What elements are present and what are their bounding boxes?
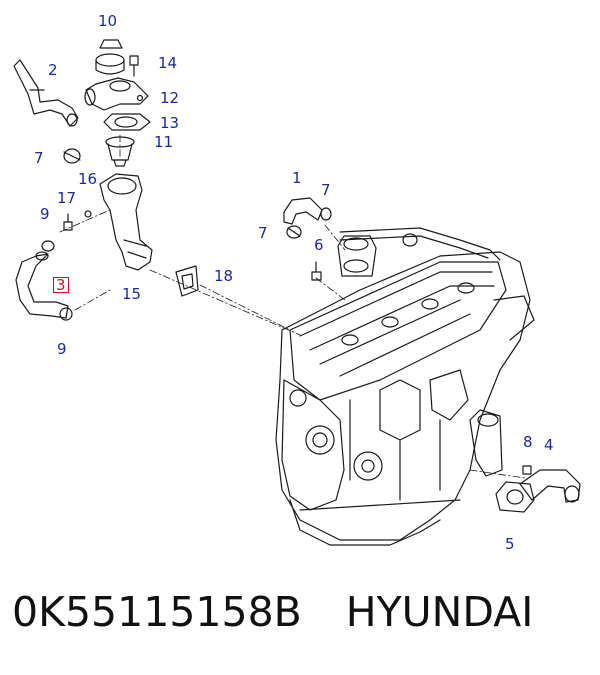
part-1-hose xyxy=(283,197,332,225)
part-9-clamp-lower xyxy=(59,307,73,321)
callout-2: 2 xyxy=(48,61,58,79)
part-9-clamp-upper xyxy=(41,240,55,252)
part-17-bolt xyxy=(63,213,73,231)
brand-name: HYUNDAI xyxy=(345,588,534,636)
caption: 0K55115158B HYUNDAI xyxy=(12,588,592,648)
callout-7-right: 7 xyxy=(321,181,331,199)
callout-4: 4 xyxy=(544,436,554,454)
callout-8: 8 xyxy=(523,433,533,451)
callout-7-left: 7 xyxy=(34,149,44,167)
callout-16: 16 xyxy=(78,170,98,188)
part-10-cap xyxy=(95,39,125,75)
callout-9-upper: 9 xyxy=(40,205,50,223)
callout-7-mid: 7 xyxy=(258,224,268,242)
engine-block xyxy=(275,227,535,546)
callout-12: 12 xyxy=(160,89,180,107)
part-14-bolt xyxy=(129,55,139,77)
callout-6: 6 xyxy=(314,236,324,254)
part-5-gasket xyxy=(495,481,535,513)
guide-lines xyxy=(59,134,526,479)
part-6-bolt xyxy=(311,261,322,281)
callout-17: 17 xyxy=(57,189,77,207)
callout-14: 14 xyxy=(158,54,178,72)
part-7-clamp-left xyxy=(63,148,81,164)
callout-18: 18 xyxy=(214,267,234,285)
callout-11: 11 xyxy=(154,133,174,151)
callout-13: 13 xyxy=(160,114,180,132)
part-13-gasket xyxy=(103,113,151,131)
callout-15: 15 xyxy=(122,285,142,303)
part-16-washer xyxy=(84,210,92,218)
part-18-gasket xyxy=(175,265,199,297)
part-2-upper-hose xyxy=(13,59,79,127)
part-4-pipe xyxy=(519,469,581,503)
callout-1: 1 xyxy=(292,169,302,187)
callout-9-lower: 9 xyxy=(57,340,67,358)
part-11-thermostat xyxy=(105,136,135,167)
callout-5: 5 xyxy=(505,535,515,553)
part-8-nut xyxy=(522,465,532,475)
parts-diagram xyxy=(13,39,581,546)
part-15-outlet-housing xyxy=(99,173,153,271)
part-number: 0K55115158B xyxy=(12,588,302,636)
part-3-lower-hose xyxy=(15,251,69,319)
part-12-thermostat-housing xyxy=(84,77,149,111)
callout-10: 10 xyxy=(98,12,118,30)
callout-3-highlighted: 3 xyxy=(53,277,69,293)
part-7-clamp-right xyxy=(286,225,302,239)
